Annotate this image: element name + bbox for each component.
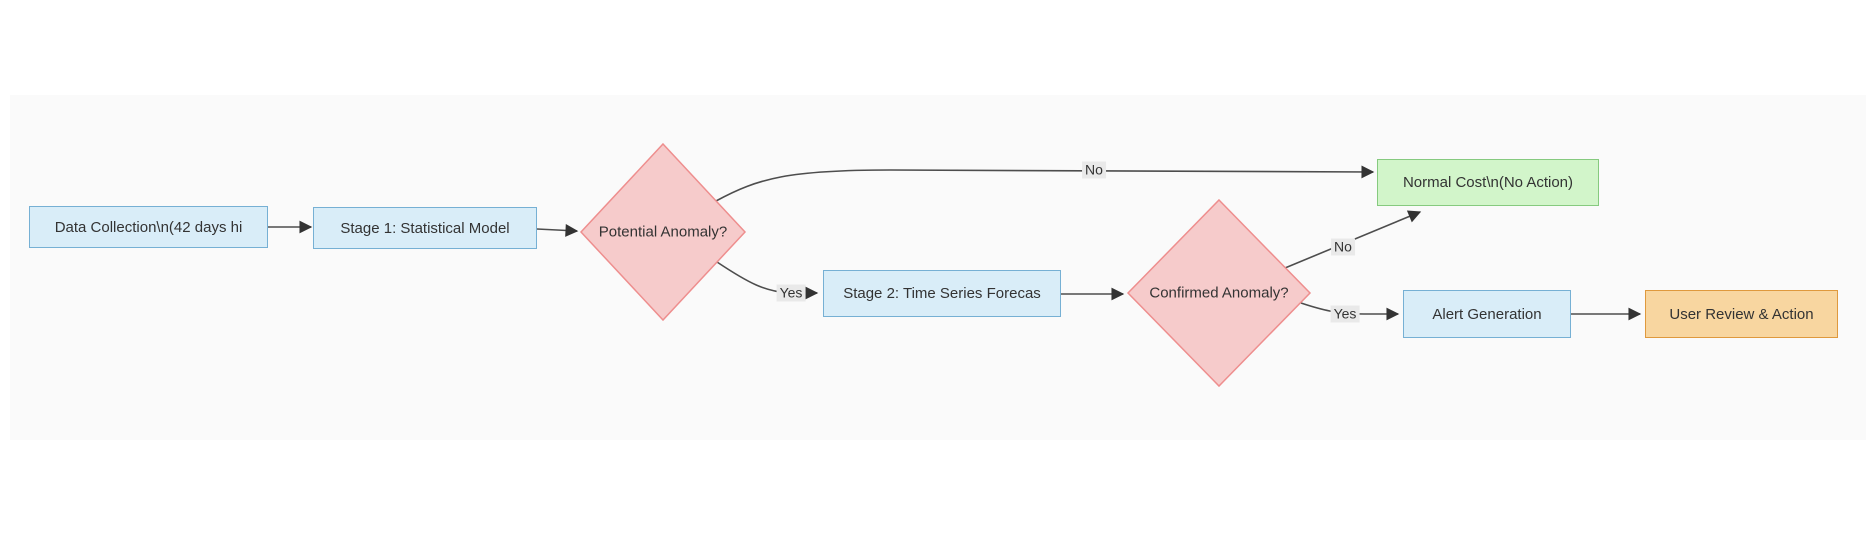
decision-potential-anomaly	[579, 142, 747, 322]
node-user-review-action: User Review & Action	[1645, 290, 1838, 338]
edge-potential-anomaly-no-to-normal-cost	[715, 165, 1375, 202]
node-normal-cost-label: Normal Cost\n(No Action)	[1402, 174, 1574, 191]
diagram-background	[10, 95, 1866, 440]
edge-label-potential-yes: Yes	[776, 284, 806, 302]
node-data-collection-label: Data Collection\n(42 days hi	[54, 218, 243, 236]
decision-confirmed-anomaly-label: Confirmed Anomaly?	[1149, 284, 1289, 302]
edge-label-confirmed-yes: Yes	[1330, 305, 1360, 323]
node-user-review-label: User Review & Action	[1669, 305, 1814, 323]
edge-label-confirmed-no: No	[1331, 238, 1355, 256]
node-data-collection: Data Collection\n(42 days hi	[29, 206, 268, 248]
decision-confirmed-anomaly	[1126, 198, 1312, 388]
edge-stage1-to-potential-anomaly	[536, 224, 579, 237]
node-normal-cost: Normal Cost\n(No Action)	[1377, 159, 1599, 206]
decision-potential-anomaly-label: Potential Anomaly?	[598, 223, 728, 241]
node-alert-generation: Alert Generation	[1403, 290, 1571, 338]
edge-label-potential-no: No	[1082, 161, 1106, 179]
node-alert-generation-label: Alert Generation	[1432, 305, 1542, 323]
node-stage2-time-series-forecast: Stage 2: Time Series Forecas	[823, 270, 1061, 317]
node-stage2-label: Stage 2: Time Series Forecas	[843, 285, 1041, 302]
node-stage1-statistical-model: Stage 1: Statistical Model	[313, 207, 537, 249]
node-stage1-label: Stage 1: Statistical Model	[340, 219, 510, 237]
